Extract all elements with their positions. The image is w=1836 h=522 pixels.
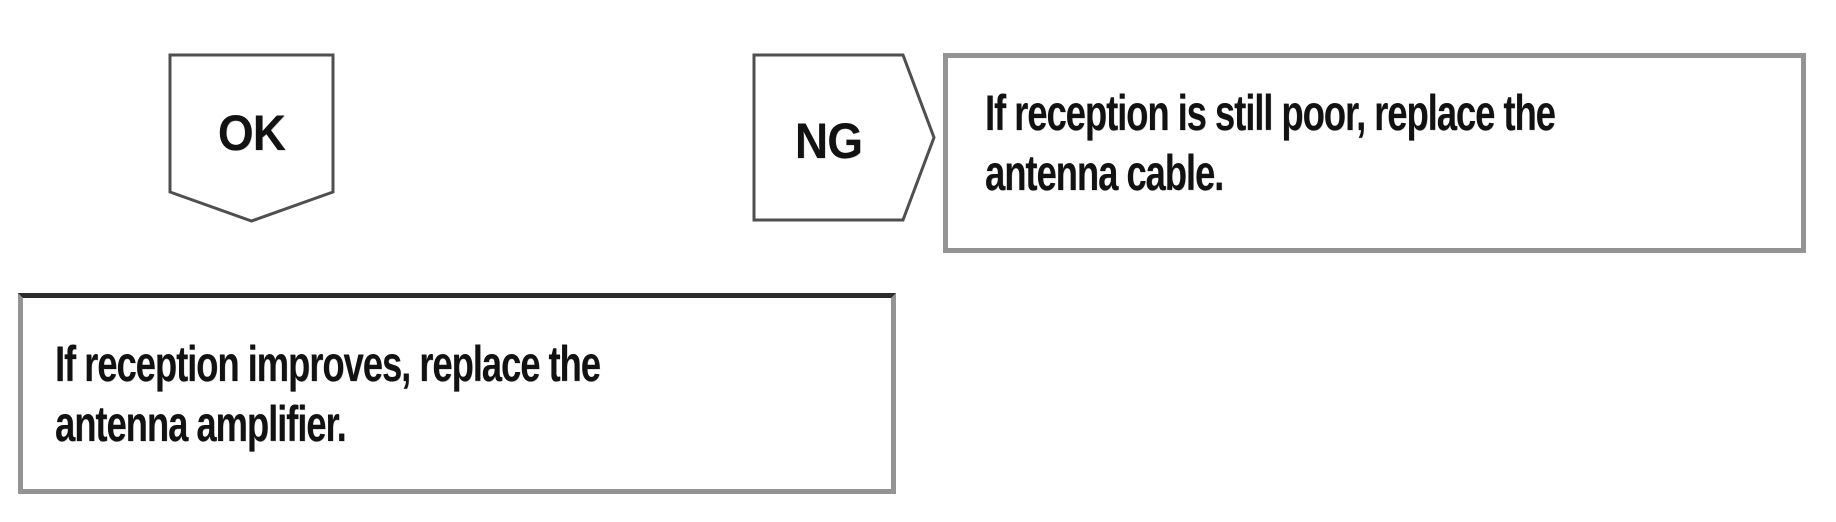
ok-connector-shape: [168, 53, 335, 223]
ng-connector-shape: [752, 53, 936, 222]
ok-result-box: If reception improves, replace the anten…: [18, 293, 896, 494]
ng-result-box: If reception is still poor, replace the …: [943, 53, 1806, 253]
ng-connector-outline: [752, 53, 936, 222]
ng-result-line2: antenna cable.: [985, 145, 1224, 201]
ok-connector-outline: [168, 53, 335, 223]
ok-result-line1: If reception improves, replace the: [55, 336, 601, 392]
ok-result-text: If reception improves, replace the anten…: [55, 334, 651, 454]
ng-result-text: If reception is still poor, replace the …: [985, 83, 1566, 203]
ok-result-line2: antenna amplifier.: [55, 396, 347, 452]
ng-result-line1: If reception is still poor, replace the: [985, 85, 1556, 141]
